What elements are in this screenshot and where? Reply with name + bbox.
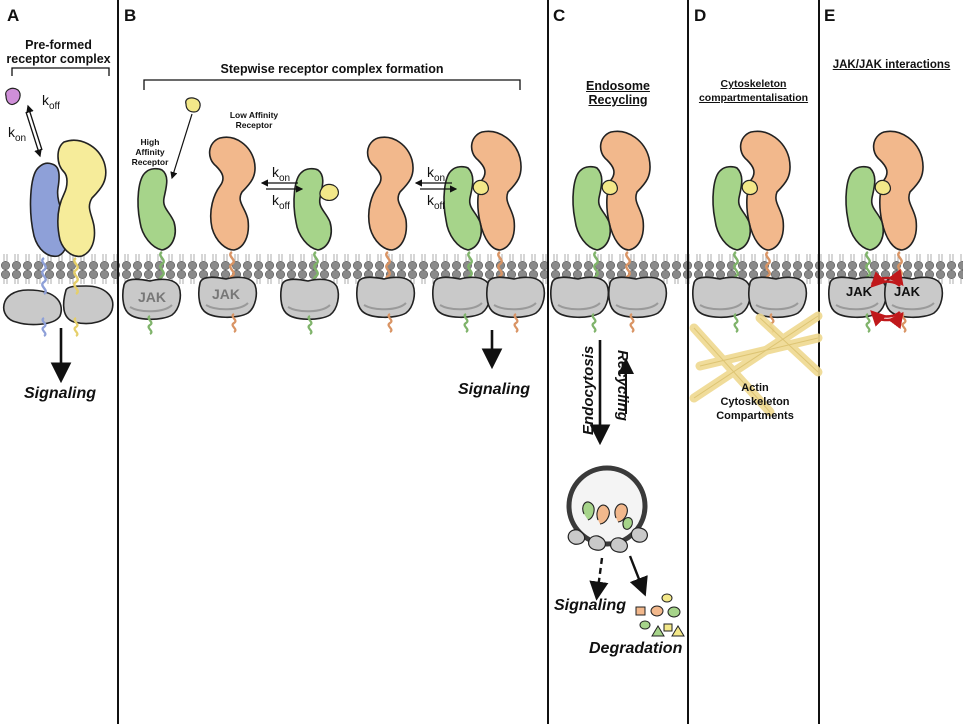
panel-label-e: E xyxy=(824,6,836,25)
kon-subscript: on xyxy=(15,132,27,144)
koff-subscript: off xyxy=(434,200,445,212)
panel-a-koff: koff xyxy=(42,92,60,112)
panel-e-jak-label-1: JAK xyxy=(846,284,873,299)
endocytosis-label: Endocytosis xyxy=(580,345,597,435)
kon-symbol: k xyxy=(427,164,434,180)
koff-symbol: k xyxy=(427,192,434,208)
kon-symbol: k xyxy=(8,124,15,140)
jak-label-1: JAK xyxy=(138,289,167,305)
recycling-label: Recycling xyxy=(614,350,631,421)
panel-label-c: C xyxy=(553,6,566,25)
kon-symbol: k xyxy=(272,164,279,180)
panel-a-kon: kon xyxy=(8,124,26,144)
panel-e-title: JAK/JAK interactions xyxy=(832,59,951,71)
panel-a-title-line1: Pre-formed xyxy=(25,38,92,52)
low-affinity-line2: Receptor xyxy=(235,120,273,130)
panel-c-title-line1: Endosome xyxy=(586,79,650,93)
koff-subscript: off xyxy=(49,100,60,112)
actin-cytoskeleton-label: Actin Cytoskeleton Compartments xyxy=(700,381,810,423)
panel-b-kon-1: kon xyxy=(272,164,290,184)
panel-b-signaling-label: Signaling xyxy=(458,381,530,398)
panel-a-signaling-label: Signaling xyxy=(24,385,96,402)
panel-c-title-line2: Recycling xyxy=(588,93,648,107)
panel-divider-cd xyxy=(687,0,689,724)
panel-b-koff-2: koff xyxy=(427,192,445,212)
koff-symbol: k xyxy=(272,192,279,208)
koff-subscript: off xyxy=(279,200,290,212)
low-affinity-receptor-label: Low Affinity Receptor xyxy=(216,110,292,130)
panel-b-title: Stepwise receptor complex formation xyxy=(220,62,444,76)
high-affinity-receptor-label: High Affinity Receptor xyxy=(124,137,176,167)
kon-subscript: on xyxy=(434,172,446,184)
panel-a-title-line2: receptor complex xyxy=(6,52,111,66)
low-affinity-line1: Low Affinity xyxy=(229,110,279,120)
panel-divider-ab xyxy=(117,0,119,724)
jak-label-2: JAK xyxy=(212,286,241,302)
panel-c-signaling-label: Signaling xyxy=(554,597,626,614)
panel-divider-de xyxy=(818,0,820,724)
panel-c-title: Endosome Recycling xyxy=(549,79,687,107)
panel-a-title: Pre-formed receptor complex xyxy=(0,38,117,66)
panel-divider-bc xyxy=(547,0,549,724)
high-affinity-line3: Receptor xyxy=(131,157,169,167)
high-affinity-line1: High xyxy=(140,137,160,147)
panel-label-d: D xyxy=(694,6,707,25)
degradation-label: Degradation xyxy=(589,640,683,657)
koff-symbol: k xyxy=(42,92,49,108)
actin-line3: Compartments xyxy=(716,410,794,422)
panel-label-b: B xyxy=(124,6,137,25)
panel-label-a: A xyxy=(7,6,20,25)
panel-d-title: Cytoskeleton compartmentalisation xyxy=(698,78,809,104)
panel-e-jak-label-2: JAK xyxy=(894,284,921,299)
actin-line2: Cytoskeleton xyxy=(720,396,790,408)
actin-line1: Actin xyxy=(741,382,769,394)
panel-b-koff-1: koff xyxy=(272,192,290,212)
panel-b-kon-2: kon xyxy=(427,164,445,184)
kon-subscript: on xyxy=(279,172,291,184)
high-affinity-line2: Affinity xyxy=(135,147,165,157)
